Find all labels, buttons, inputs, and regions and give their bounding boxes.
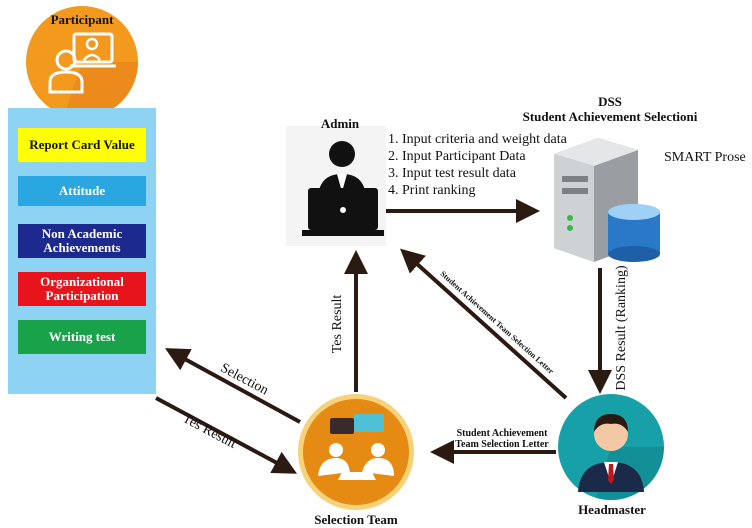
arrow-participant-to-team (155, 396, 298, 474)
participant-title: Participant (50, 12, 114, 27)
headmaster-icon (558, 394, 665, 501)
criteria-box: Report Card Value (18, 128, 146, 162)
dss-title: DSS (598, 94, 622, 109)
label-dss-result: DSS Result (Ranking) (614, 265, 629, 391)
criteria-box: Non Academic Achievements (18, 224, 146, 258)
admin-task-2: 2. Input Participant Data (388, 149, 526, 164)
admin-task-1: 1. Input criteria and weight data (388, 132, 567, 147)
admin-title: Admin (320, 116, 360, 131)
headmaster-title: Headmaster (578, 502, 646, 517)
server-database-icon (554, 138, 660, 262)
label-tes-result-up: Tes Result (330, 294, 345, 354)
dss-subtitle: Student Achievement Selectioni (522, 109, 698, 124)
participant-node (24, 4, 140, 120)
admin-task-4: 4. Print ranking (388, 183, 476, 198)
admin-task-3: 3. Input test result data (388, 166, 516, 181)
criteria-box: Organizational Participation (18, 272, 146, 306)
label-team-letter-line1: Student Achievement (456, 428, 548, 439)
label-team-letter-line2: Team Selection Letter (455, 439, 549, 450)
participant-icon (26, 6, 138, 118)
criteria-box: Attitude (18, 176, 146, 206)
criteria-box: Writing test (18, 320, 146, 354)
selection-team-icon (298, 394, 414, 510)
selection-team-title: Selection Team (314, 512, 398, 527)
arrow-headmaster-to-admin (400, 248, 568, 400)
arrow-team-to-participant (164, 348, 301, 424)
admin-icon (302, 141, 384, 236)
dss-method: SMART Prose (664, 150, 746, 165)
